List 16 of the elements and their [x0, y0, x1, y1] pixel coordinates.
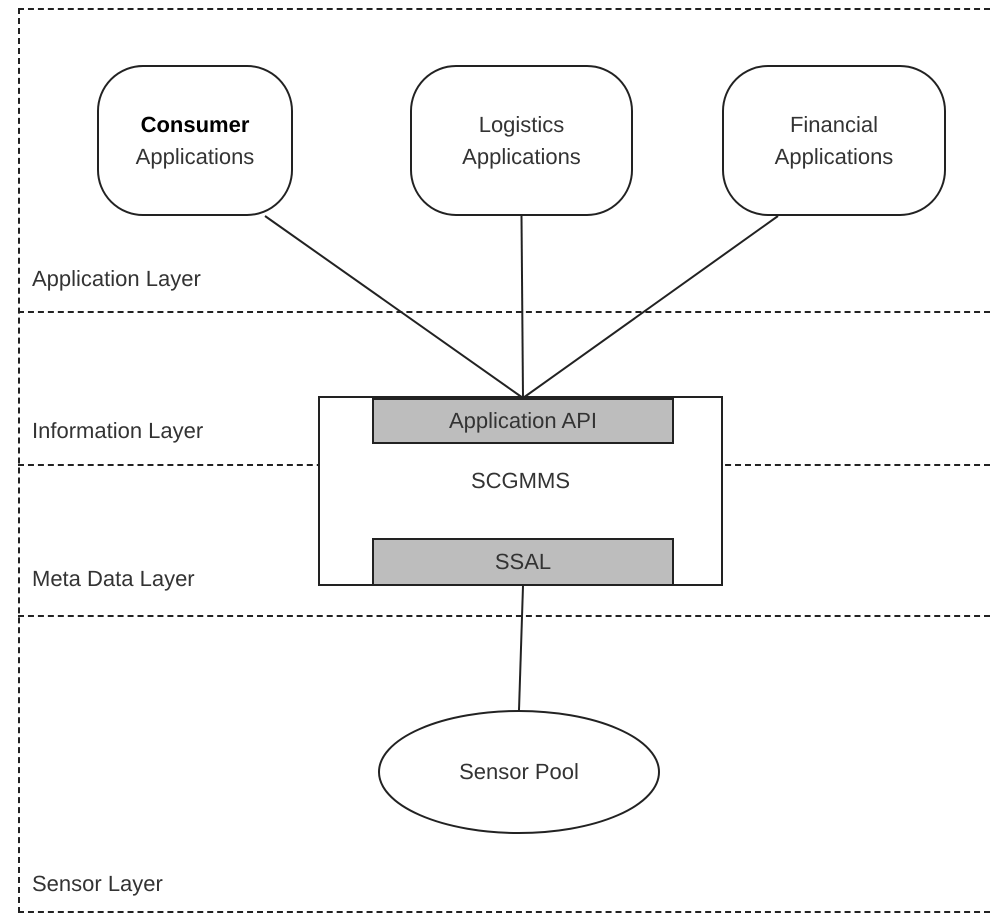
system-box [318, 396, 723, 586]
application-box: Logistics Applications [410, 65, 633, 216]
connector-line [522, 215, 779, 399]
sensor-pool-ellipse: Sensor Pool [378, 710, 660, 834]
interface-box: Application API [372, 398, 674, 444]
application-box: Consumer Applications [97, 65, 293, 216]
application-box: Financial Applications [722, 65, 946, 216]
layer-label: Application Layer [32, 266, 201, 292]
connector-line [264, 215, 524, 399]
layer-label: Information Layer [32, 418, 204, 444]
layer-label: Sensor Layer [32, 871, 163, 897]
layer-label: Meta Data Layer [32, 566, 195, 592]
connector-line [518, 586, 524, 710]
interface-box: SSAL [372, 538, 674, 586]
system-label: SCGMMS [470, 468, 571, 494]
connector-line [520, 216, 524, 398]
